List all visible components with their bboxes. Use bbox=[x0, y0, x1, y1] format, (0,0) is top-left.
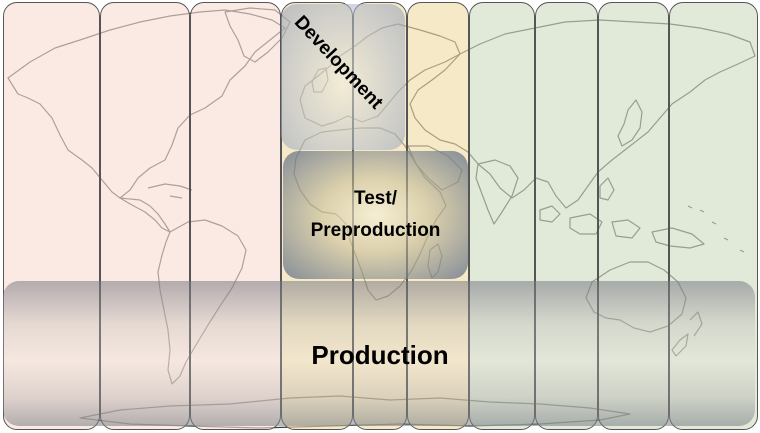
test-preproduction-box bbox=[283, 151, 468, 279]
production-box bbox=[3, 281, 755, 426]
production-label: Production bbox=[311, 340, 449, 370]
development-box bbox=[281, 4, 405, 150]
preproduction-label: Preproduction bbox=[310, 220, 441, 241]
test-label: Test/ bbox=[354, 188, 397, 209]
